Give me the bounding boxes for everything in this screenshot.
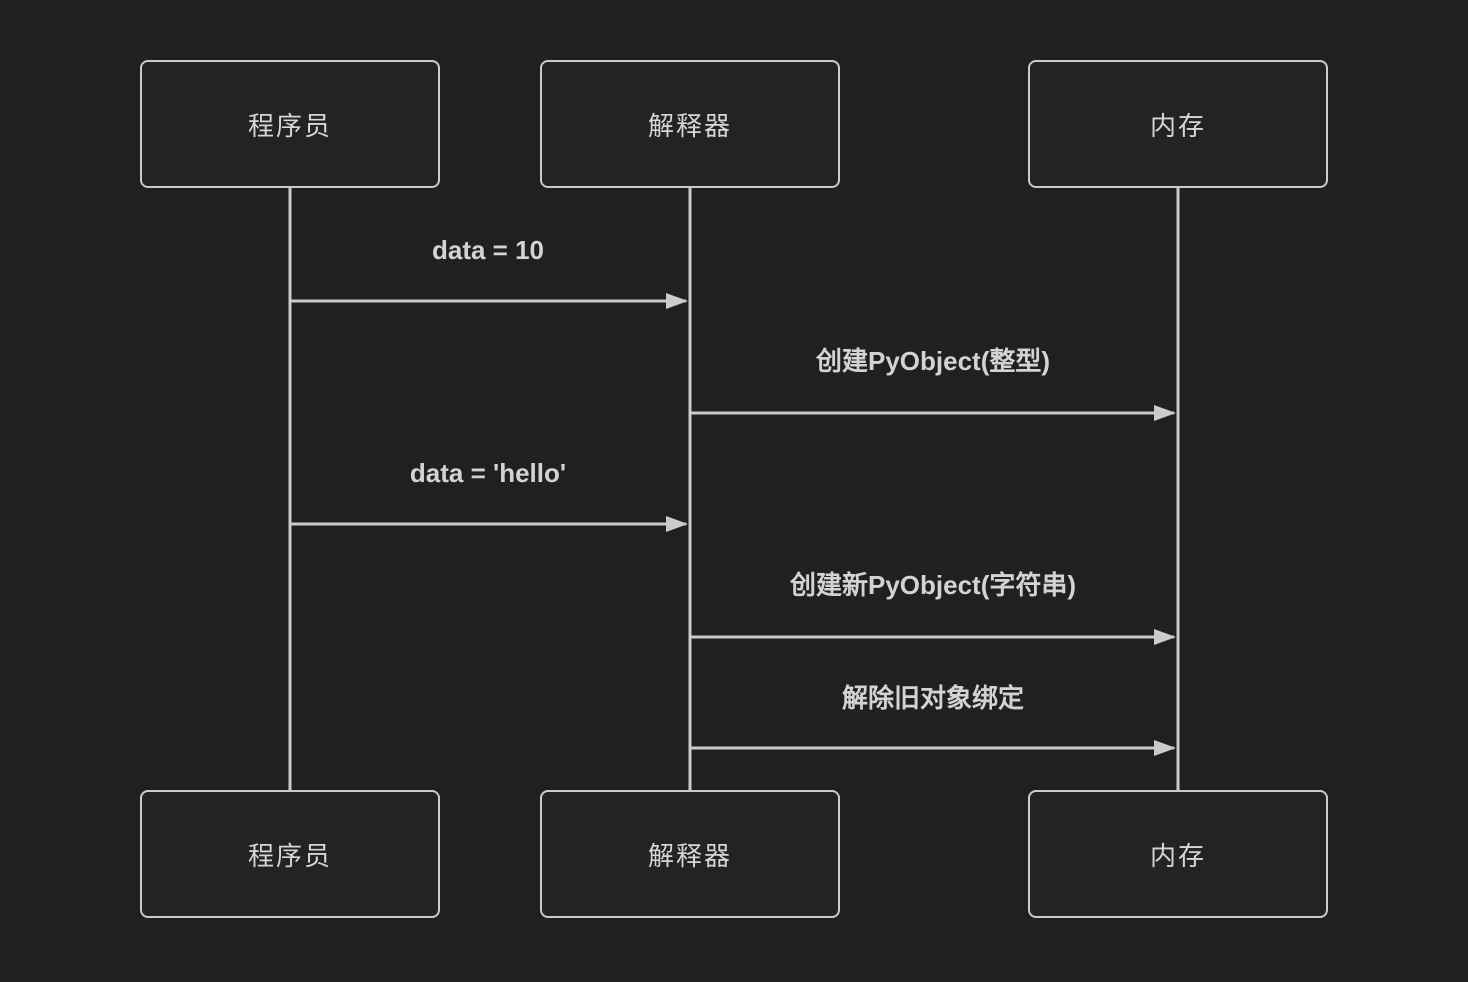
- actor-label: 解释器: [647, 110, 732, 141]
- actor-label: 解释器: [647, 840, 732, 871]
- actor-box-programmer-bottom: 程序员: [140, 790, 440, 918]
- actor-label: 内存: [1149, 110, 1206, 141]
- actor-label: 程序员: [247, 110, 332, 141]
- actor-box-programmer-top: 程序员: [140, 60, 440, 188]
- actor-label: 内存: [1149, 840, 1206, 871]
- message-label-3: data = 'hello': [409, 458, 567, 488]
- message-label-1: data = 10: [431, 235, 544, 265]
- message-label-4: 创建新PyObject(字符串): [789, 570, 1077, 600]
- actor-label: 程序员: [247, 840, 332, 871]
- message-label-2: 创建PyObject(整型): [815, 346, 1051, 376]
- actor-box-memory-bottom: 内存: [1028, 790, 1328, 918]
- actor-box-interpreter-bottom: 解释器: [540, 790, 840, 918]
- message-label-5: 解除旧对象绑定: [841, 683, 1024, 713]
- actor-box-interpreter-top: 解释器: [540, 60, 840, 188]
- actor-box-memory-top: 内存: [1028, 60, 1328, 188]
